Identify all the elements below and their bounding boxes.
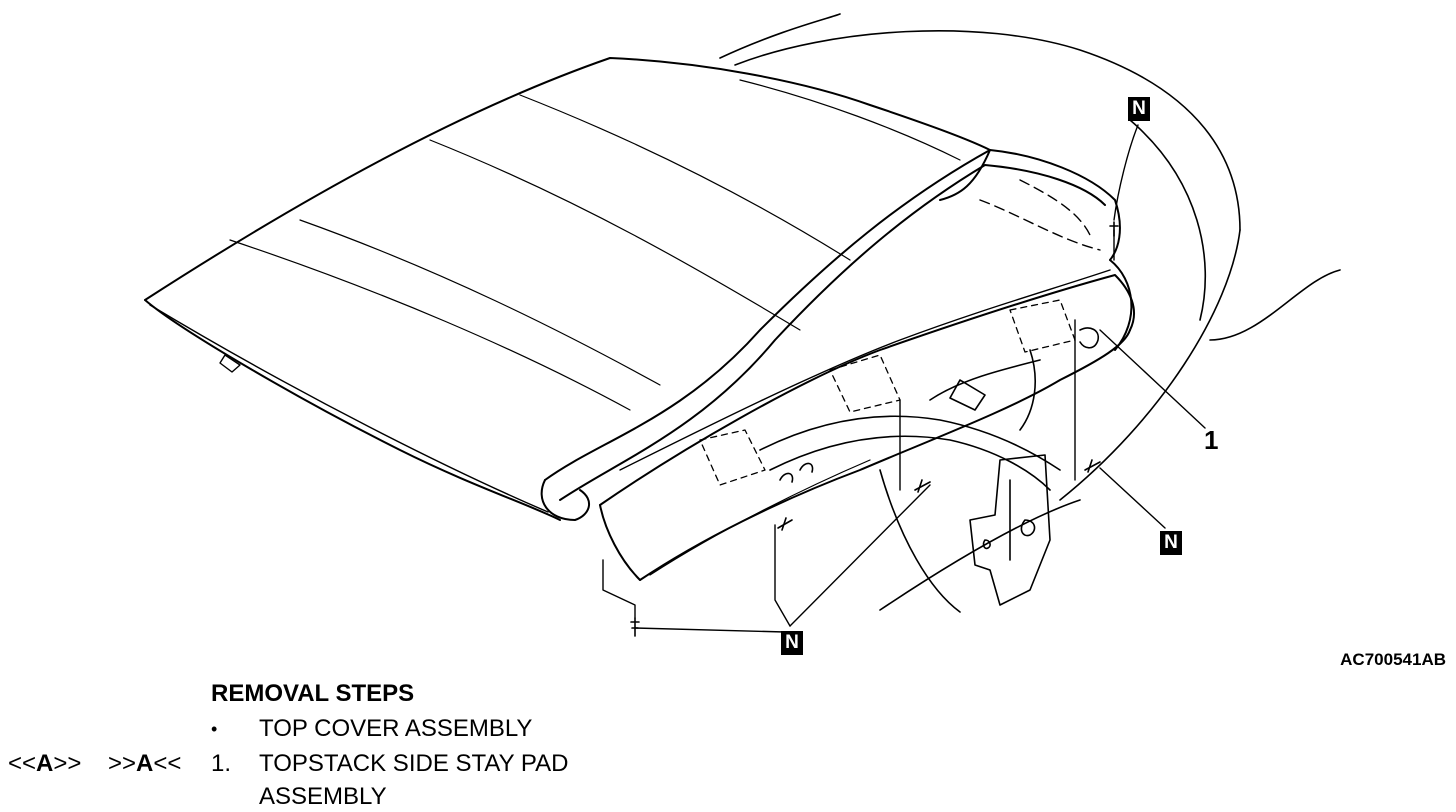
vehicle-body-outline — [719, 13, 1341, 613]
removal-steps-heading: REMOVAL STEPS — [211, 680, 415, 707]
callout-n-top: N — [1128, 97, 1150, 121]
top-cover — [144, 57, 991, 521]
step-label: TOP COVER ASSEMBLY — [259, 715, 533, 742]
step-number: 1. — [211, 750, 232, 777]
fastener-clips — [630, 221, 1119, 637]
step-side-stay-pad-cont: ASSEMBLY — [259, 783, 387, 810]
removal-note-tag: <<A>> — [8, 750, 82, 777]
install-note-tag: >>A<< — [108, 750, 182, 777]
rear-rolled-cover — [540, 149, 1133, 521]
step-top-cover: • TOP COVER ASSEMBLY — [211, 715, 532, 743]
callout-part-1: 1 — [1204, 425, 1219, 455]
leader-lines — [602, 124, 1206, 633]
step-label: TOPSTACK SIDE STAY PAD — [259, 750, 569, 777]
callout-n-bottom: N — [781, 631, 803, 655]
side-stay-pad-assembly — [599, 269, 1135, 581]
topstack-illustration — [144, 13, 1341, 637]
callout-n-right: N — [1160, 531, 1182, 555]
topstack-frame-linkage — [759, 327, 1100, 606]
figure-id: AC700541AB — [1340, 650, 1446, 669]
step-bullet: • — [211, 719, 218, 740]
step-side-stay-pad: 1. TOPSTACK SIDE STAY PAD — [211, 750, 568, 778]
